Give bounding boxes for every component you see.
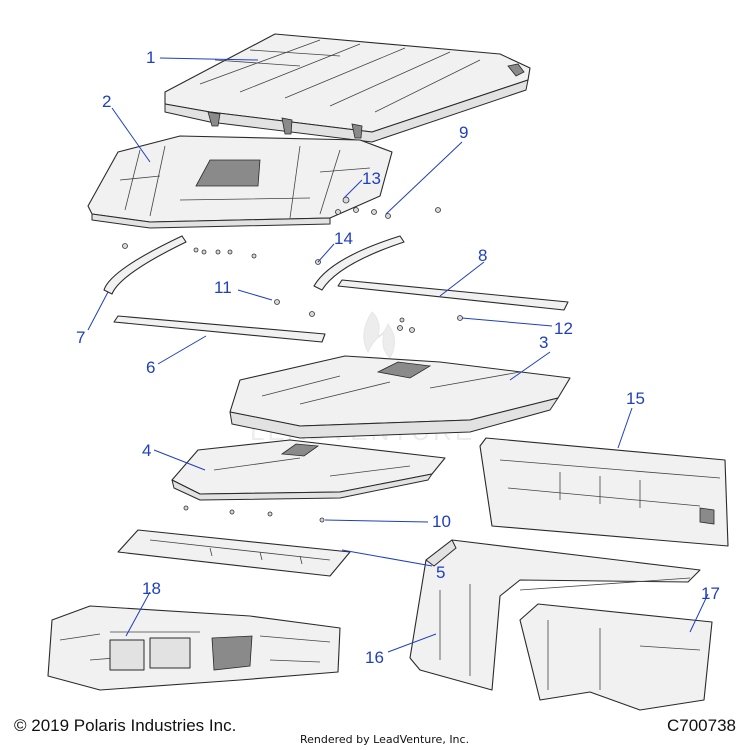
leader-lines	[87, 57, 709, 653]
part-18-dash-frame[interactable]	[47, 605, 341, 691]
fasteners	[122, 196, 463, 523]
diagram-code: C700738	[666, 716, 736, 735]
callout-11[interactable]: 11	[214, 278, 232, 297]
callout-14[interactable]: 14	[334, 229, 353, 248]
callout-7[interactable]: 7	[76, 328, 85, 347]
callout-8[interactable]: 8	[478, 246, 487, 265]
part-16-side-panel[interactable]	[409, 539, 701, 691]
part-4-inner-panel[interactable]	[171, 439, 446, 501]
callout-2[interactable]: 2	[102, 92, 111, 111]
part-5-front-trim[interactable]	[117, 529, 351, 577]
callout-10[interactable]: 10	[432, 512, 451, 531]
callout-13[interactable]: 13	[362, 169, 381, 188]
callout-17[interactable]: 17	[701, 584, 720, 603]
part-3-headliner-panel[interactable]	[229, 355, 571, 439]
callout-15[interactable]: 15	[626, 389, 645, 408]
callout-3[interactable]: 3	[539, 333, 548, 352]
callout-5[interactable]: 5	[436, 563, 445, 582]
callout-1[interactable]: 1	[146, 48, 155, 67]
part-8-rear-bar[interactable]	[337, 279, 569, 311]
part-6-seal-strip[interactable]	[113, 315, 326, 343]
part-1-roof[interactable]	[164, 33, 531, 143]
copyright-text: © 2019 Polaris Industries Inc.	[14, 716, 237, 735]
part-15-rear-panel[interactable]	[479, 437, 729, 547]
callout-9[interactable]: 9	[459, 123, 468, 142]
callout-12[interactable]: 12	[554, 319, 573, 338]
part-7-left-strip[interactable]	[103, 235, 187, 295]
part-2-top-cover[interactable]	[87, 135, 393, 229]
rendered-by-text: Rendered by LeadVenture, Inc.	[300, 733, 470, 746]
part-17-side-panel[interactable]	[519, 603, 713, 711]
callout-16[interactable]: 16	[365, 648, 384, 667]
right-curved-strip[interactable]	[313, 235, 405, 291]
callout-18[interactable]: 18	[142, 579, 161, 598]
callout-4[interactable]: 4	[142, 441, 151, 460]
callout-labels: 1 2 3 4 5 6 7 8 9 10 11 12 13 14 15 16 1…	[76, 48, 720, 667]
callout-6[interactable]: 6	[146, 358, 155, 377]
